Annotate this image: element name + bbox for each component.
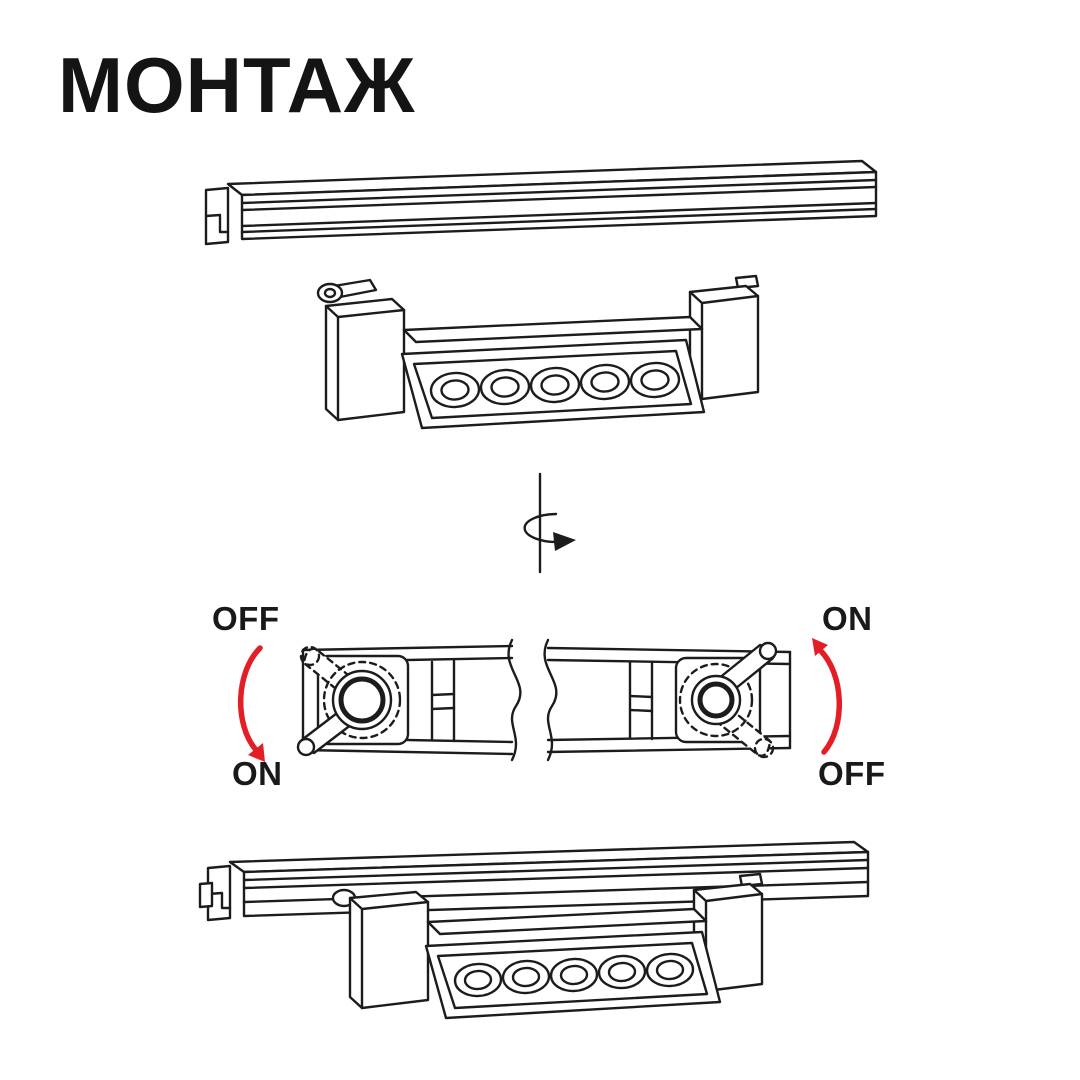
rotate-arrowhead: [553, 532, 576, 551]
fixture-body-top-mounted: [426, 907, 708, 936]
lens-bezel: [400, 338, 706, 430]
break-line-right: [543, 638, 558, 762]
mounted-assembly-drawing: [198, 840, 870, 1020]
lever-mechanism-drawing: [237, 638, 843, 762]
fixture-body-top: [402, 315, 704, 344]
rotate-axis-icon: [523, 472, 576, 574]
left-adapter-mounted: [348, 890, 430, 1010]
label-right-off: OFF: [818, 755, 886, 792]
break-line-left: [507, 638, 522, 762]
led-lenses: [429, 361, 681, 409]
left-track-adapter: [324, 297, 406, 422]
right-lock-lever: [734, 274, 760, 290]
led-lenses-mounted: [453, 952, 695, 998]
track-light-fixture-drawing: [316, 274, 760, 430]
label-right-on: ON: [822, 600, 873, 637]
page-title: МОНТАЖ: [58, 41, 416, 129]
label-left-on: ON: [232, 755, 283, 792]
rotation-arrow-right: [812, 638, 843, 755]
right-lock-lever-mounted: [738, 872, 764, 888]
rotation-arrow-left: [237, 645, 265, 762]
label-left-off: OFF: [212, 600, 280, 637]
track-rail-drawing: [204, 159, 878, 246]
